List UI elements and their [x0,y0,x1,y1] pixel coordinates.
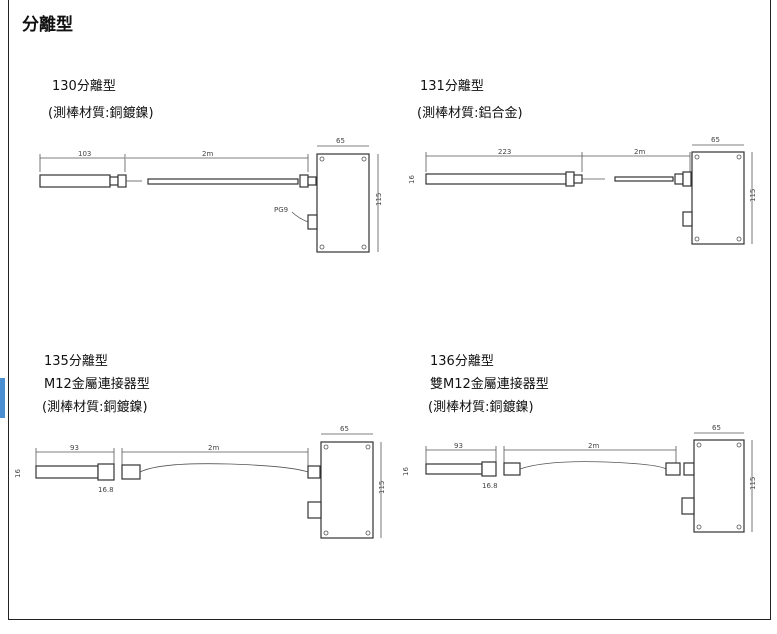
probe-length-label: 103 [78,150,91,158]
transmitter-box [320,441,374,539]
svg-text:16: 16 [408,175,416,184]
transmitter-box [316,153,370,253]
box-width-dimension: 65 [692,136,744,146]
model-135-title: 135分離型 [44,354,108,369]
svg-text:115: 115 [375,193,383,206]
drawing-model-131: 16 223 2m 65 115 [408,136,757,245]
svg-text:223: 223 [498,148,511,156]
model-135-subtitle: M12金屬連接器型 [44,377,150,392]
probe-body [425,463,483,475]
svg-text:16.8: 16.8 [98,486,114,494]
svg-text:2m: 2m [634,148,645,156]
svg-text:16: 16 [14,469,22,478]
box-height-dimension: 115 [378,442,386,538]
svg-text:93: 93 [454,442,463,450]
box-width-dimension: 65 [694,424,744,434]
probe-length-dimension: 103 [39,150,126,172]
svg-text:65: 65 [340,425,349,433]
gland-label: PG9 [274,206,288,214]
svg-text:16: 16 [402,467,410,476]
probe-length-dimension: 93 [35,444,115,466]
svg-text:65: 65 [336,137,345,145]
m12-panel-connector [683,462,695,476]
svg-text:2m: 2m [208,444,219,452]
svg-text:93: 93 [70,444,79,452]
m12-connector [97,463,115,481]
cable-dimension: 2m [582,148,691,172]
drawing-model-135: 16 93 16.8 2m 65 115 [14,425,386,539]
box-width-dimension: 65 [321,425,373,435]
page-title: 分離型 [22,15,73,35]
side-tab-marker [0,378,5,418]
svg-text:16.8: 16.8 [482,482,498,490]
probe-length-dimension: 93 [425,442,497,464]
model-130-title: 130分離型 [52,79,116,94]
probe-length-dimension: 223 [425,148,583,172]
svg-text:115: 115 [378,481,386,494]
model-131-material: (測棒材質:鋁合金) [417,106,523,121]
model-136-material: (測棒材質:銅鍍鎳) [428,400,534,415]
model-130-material: (測棒材質:銅鍍鎳) [48,106,154,121]
model-135-material: (測棒材質:銅鍍鎳) [42,400,148,415]
transmitter-box [693,439,745,533]
svg-text:115: 115 [749,477,757,490]
drawing-model-130: 103 2m PG9 65 115 [39,137,383,253]
svg-text:65: 65 [711,136,720,144]
probe-body [39,174,111,188]
box-height-dimension: 115 [749,152,757,244]
probe-body [35,465,99,479]
cable-length-label: 2m [202,150,213,158]
transmitter-box [691,151,745,245]
box-height-dimension: 115 [749,440,757,532]
svg-text:115: 115 [749,189,757,202]
model-136-subtitle: 雙M12金屬連接器型 [430,377,549,392]
cable-dimension: 2m [503,442,677,464]
cable [614,176,674,182]
cable-dimension: 2m [121,444,309,466]
drawing-model-136: 16 93 16.8 2m 65 115 [402,424,757,533]
cable [147,178,299,185]
box-width-dimension: 65 [317,137,369,147]
svg-text:65: 65 [712,424,721,432]
model-131-title: 131分離型 [420,79,484,94]
svg-text:2m: 2m [588,442,599,450]
probe-body [425,173,567,185]
box-height-dimension: 115 [375,154,383,252]
model-136-title: 136分離型 [430,354,494,369]
cable-dimension: 2m [126,150,309,172]
m12-connector [481,461,497,477]
content-frame [8,0,771,620]
